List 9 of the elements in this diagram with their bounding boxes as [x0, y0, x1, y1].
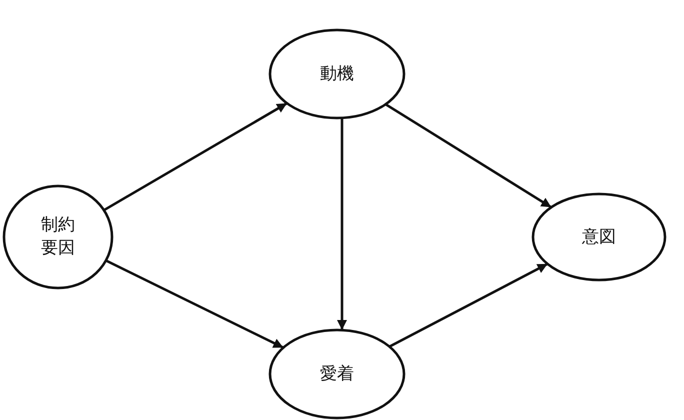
arrow — [388, 262, 548, 348]
arrow — [103, 102, 288, 212]
ellipse-node: 意図 — [531, 192, 667, 282]
ellipse-node: 制約要因 — [2, 184, 114, 290]
ellipse-node: 動機 — [268, 28, 406, 120]
arrow — [337, 118, 347, 330]
arrow — [384, 103, 552, 208]
ellipse-node: 愛着 — [268, 328, 406, 420]
arrow — [105, 259, 284, 349]
